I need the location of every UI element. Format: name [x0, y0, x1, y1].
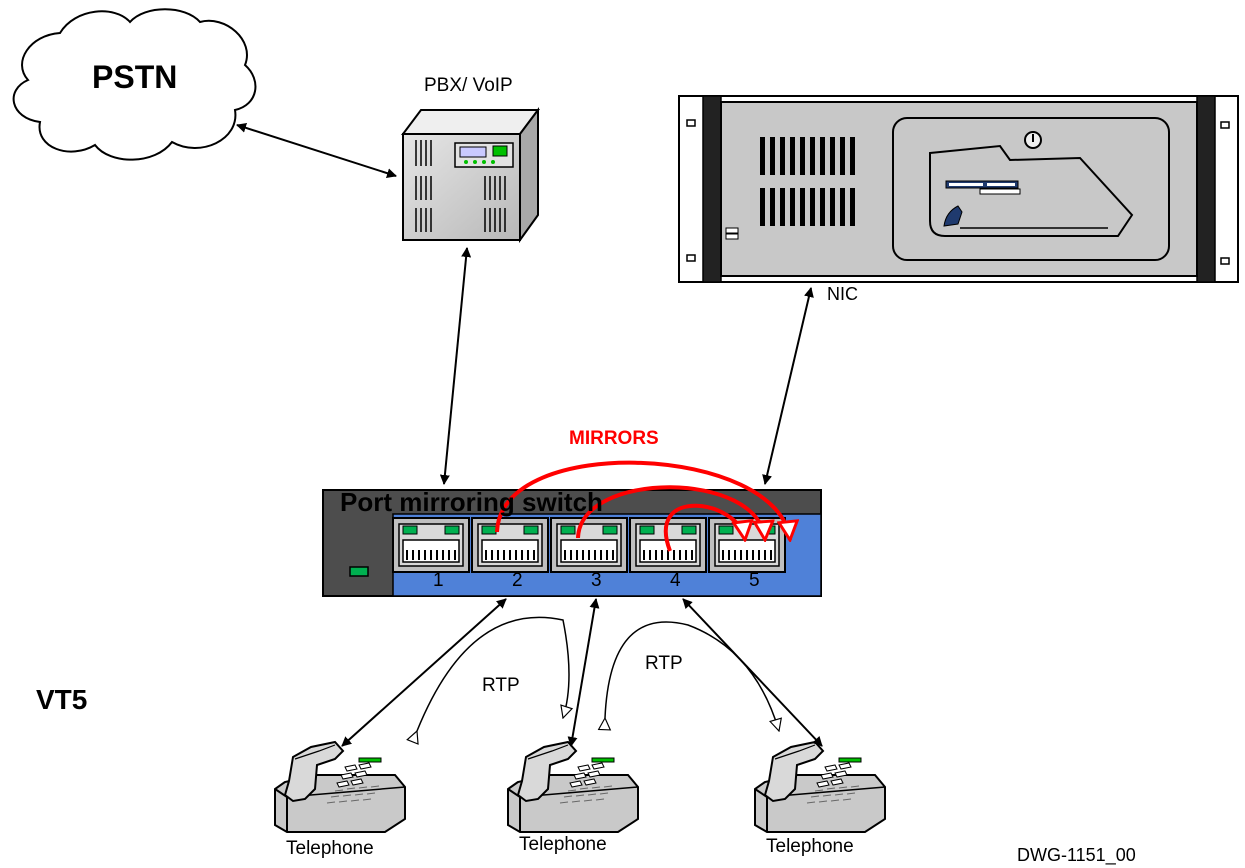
- port-number-1: 1: [433, 570, 444, 591]
- mirrors-label: MIRRORS: [569, 428, 659, 449]
- port-number-4: 4: [670, 570, 681, 591]
- pstn-pbx-link: [236, 122, 397, 179]
- model-label: VT5: [36, 684, 88, 715]
- port-number-2: 2: [512, 570, 523, 591]
- telephone-icon: [274, 741, 406, 833]
- telephone-label-2: Telephone: [519, 834, 607, 855]
- port3-phone2-link: [567, 598, 600, 747]
- pstn-label: PSTN: [92, 59, 178, 95]
- pbx-server-icon: [401, 107, 540, 244]
- switch-title: Port mirroring switch: [340, 487, 603, 517]
- rack-server-icon: [678, 95, 1239, 283]
- port-number-3: 3: [591, 570, 602, 591]
- pbx-label: PBX/ VoIP: [424, 75, 513, 96]
- pbx-switch-link: [439, 247, 472, 485]
- telephone-label-3: Telephone: [766, 836, 854, 857]
- telephone-icon: [507, 741, 639, 833]
- rtp-label-left: RTP: [482, 675, 520, 696]
- switch-icon: [322, 489, 822, 597]
- telephone-icon: [754, 741, 886, 833]
- cloud-icon: [12, 8, 257, 161]
- rtp-curve-right: [605, 621, 779, 731]
- port-number-5: 5: [749, 570, 760, 591]
- mirror-arrows: [495, 460, 790, 552]
- drawing-number: DWG-1151_00: [1017, 845, 1136, 865]
- rtp-curve-left: [417, 616, 569, 731]
- nic-label: NIC: [827, 284, 858, 304]
- port2-phone1-link: [341, 598, 507, 747]
- rtp-label-right: RTP: [645, 653, 683, 674]
- nic-switch-link: [762, 287, 814, 485]
- telephone-label-1: Telephone: [286, 838, 374, 859]
- port4-phone3-link: [682, 598, 823, 747]
